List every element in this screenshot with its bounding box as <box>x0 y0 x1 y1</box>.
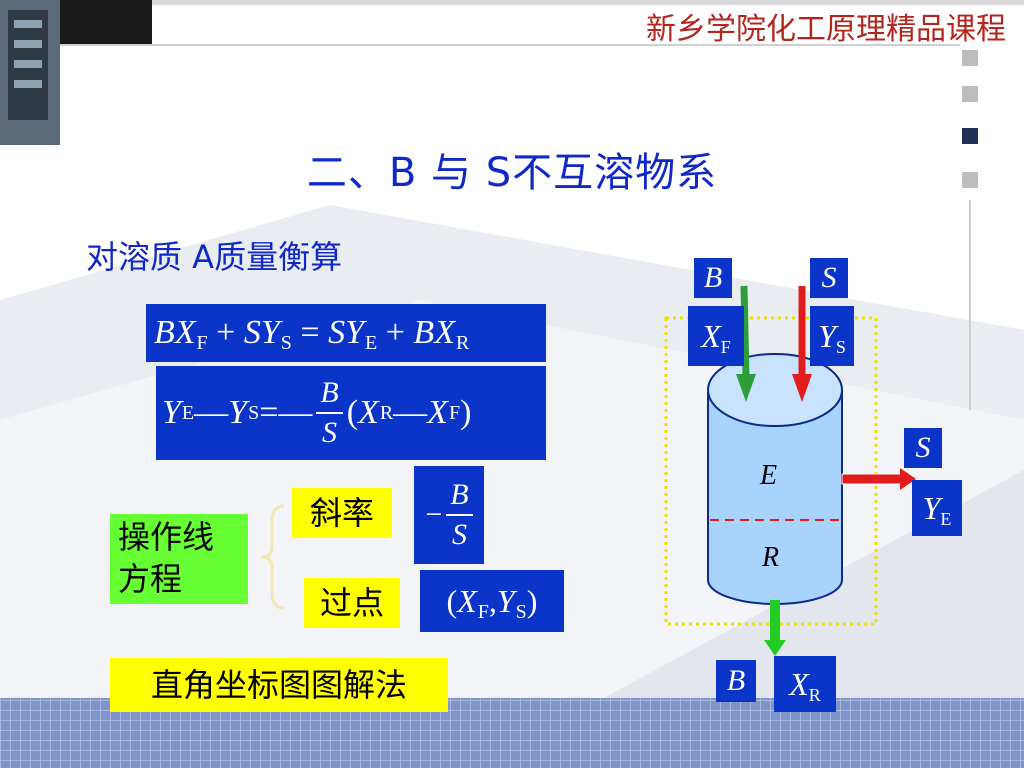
slope-label: 斜率 <box>292 488 392 538</box>
arrow-right-icon <box>900 468 916 490</box>
course-title: 新乡学院化工原理精品课程 <box>646 12 1006 47</box>
raffinate-xr-label: XR <box>774 656 836 712</box>
term: X <box>358 394 379 431</box>
slide-title: 二、B 与 S不互溶物系 <box>306 150 718 196</box>
operating-line-label: 操作线 方程 <box>110 514 248 604</box>
operator: — <box>393 394 428 431</box>
operator: + <box>377 314 414 351</box>
term: Y <box>162 394 181 431</box>
slope-value: − B S <box>414 466 484 564</box>
paren: ( <box>446 583 458 619</box>
subscript: R <box>455 332 470 354</box>
feed-xf-label: XF <box>688 306 744 366</box>
fraction-denominator: S <box>451 518 467 551</box>
subscript: S <box>280 332 292 354</box>
subscript: F <box>448 401 461 424</box>
fraction: B S <box>446 480 473 551</box>
solvent-ys-label: YS <box>810 306 854 366</box>
tank-top <box>707 353 843 427</box>
term: X <box>427 394 448 431</box>
term: Y <box>496 583 515 619</box>
term: X <box>457 583 477 619</box>
paren: ( <box>346 394 359 431</box>
term: SY <box>243 314 280 351</box>
phase-label-extract: E <box>760 460 778 491</box>
term: Y <box>818 318 836 354</box>
term: SY <box>328 314 365 351</box>
subscript: E <box>181 401 195 424</box>
operator: = <box>291 314 329 351</box>
term: Y <box>228 394 248 431</box>
minus-sign: − <box>425 498 443 531</box>
subscript: R <box>379 401 394 424</box>
term: BX <box>413 314 455 351</box>
term: Y <box>922 490 941 526</box>
phase-label-raffinate: R <box>762 542 780 573</box>
subscript: F <box>477 601 489 623</box>
subscript: F <box>196 332 208 354</box>
paren: ) <box>526 583 538 619</box>
subscript: F <box>720 337 731 357</box>
graphical-method-label: 直角坐标图图解法 <box>110 658 448 712</box>
term: X <box>789 666 809 702</box>
subscript: R <box>808 685 821 705</box>
fraction-numerator: B <box>316 378 343 414</box>
operator: + <box>207 314 244 351</box>
point-value: (XF,YS) <box>420 570 564 632</box>
term: X <box>701 318 721 354</box>
subscript: E <box>365 332 378 354</box>
operator: — <box>278 394 313 431</box>
balance-subtitle: 对溶质 A质量衡算 <box>86 238 343 276</box>
label-line: 操作线 <box>118 518 215 556</box>
subscript: S <box>248 401 260 424</box>
paren: ) <box>460 394 472 431</box>
term: BX <box>154 314 196 351</box>
extractor-diagram <box>664 285 916 656</box>
subscript: E <box>940 509 952 529</box>
comma: , <box>488 583 497 619</box>
feed-s-label: S <box>810 258 848 298</box>
fraction-numerator: B <box>446 480 473 516</box>
subscript: S <box>835 337 846 357</box>
control-volume-boundary <box>664 316 878 626</box>
subscript: S <box>515 601 527 623</box>
raffinate-b-label: B <box>716 660 756 702</box>
extract-s-label: S <box>904 428 942 468</box>
brace <box>261 504 285 610</box>
operator: — <box>194 394 229 431</box>
operator: = <box>259 394 279 431</box>
fraction-denominator: S <box>322 416 338 449</box>
arrow-down-icon <box>764 640 786 656</box>
arrow-down-icon <box>736 374 756 402</box>
label-line: 方程 <box>118 560 183 598</box>
mass-balance-equation: BXF + SYS = SYE + BXR <box>146 304 546 362</box>
arrow-down-icon <box>792 374 812 402</box>
feed-b-label: B <box>694 258 732 298</box>
extract-ye-label: YE <box>912 480 962 536</box>
point-label: 过点 <box>304 578 400 628</box>
fraction: B S <box>316 378 343 449</box>
